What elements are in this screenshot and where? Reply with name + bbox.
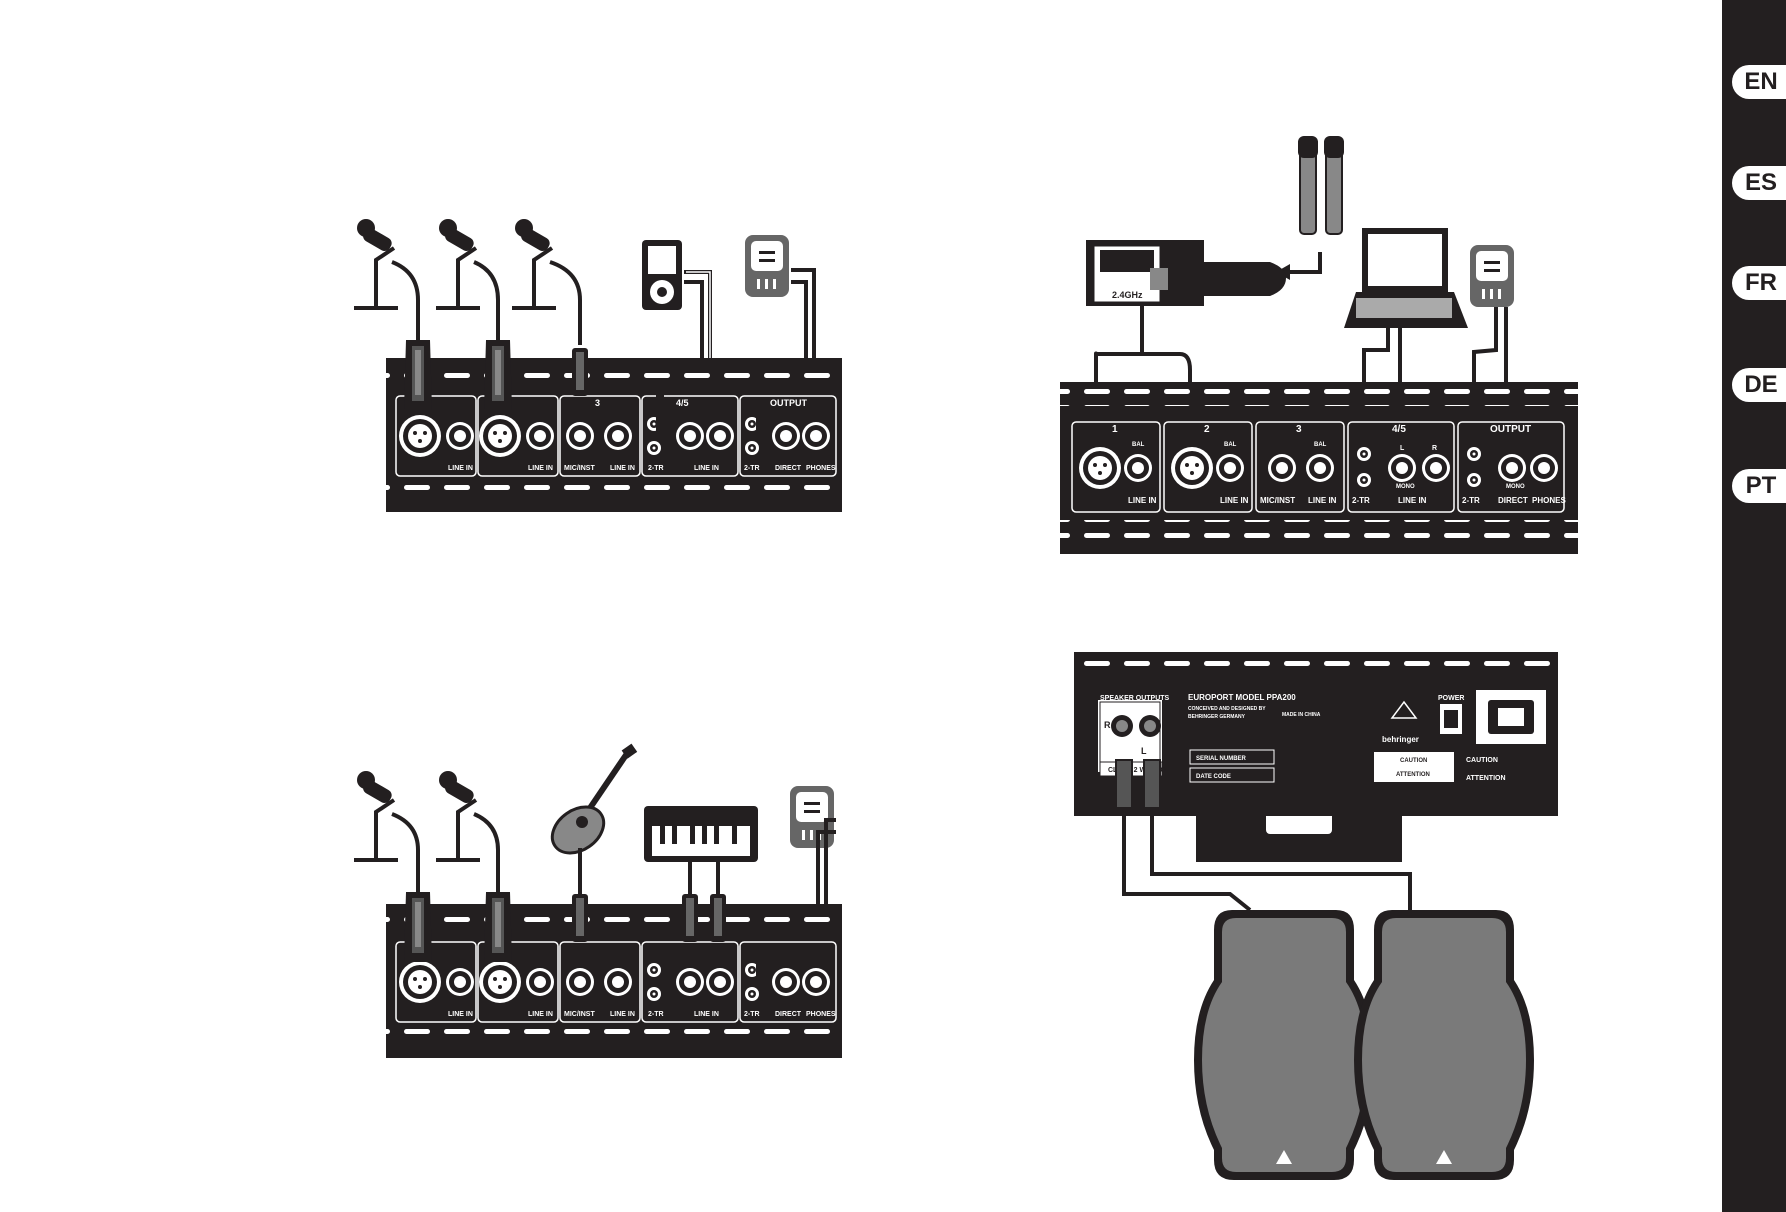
svg-text:SPEAKER OUTPUTS: SPEAKER OUTPUTS — [1100, 695, 1170, 702]
keyboard-icon — [644, 806, 758, 862]
svg-text:EUROPORT MODEL PPA200: EUROPORT MODEL PPA200 — [1188, 693, 1296, 702]
svg-text:R: R — [1432, 445, 1437, 452]
lang-tab-es[interactable]: ES — [1732, 166, 1786, 200]
wireless-mics-icon — [1298, 136, 1344, 235]
svg-text:LINE IN: LINE IN — [1308, 496, 1337, 505]
svg-text:LINE IN: LINE IN — [1220, 496, 1249, 505]
svg-text:DIRECT: DIRECT — [775, 1011, 802, 1018]
mp3-player-icon — [642, 240, 682, 310]
svg-text:LINE IN: LINE IN — [1128, 496, 1157, 505]
guitar-icon — [550, 743, 638, 855]
svg-text:BAL: BAL — [1224, 442, 1237, 448]
diagram-mics-mp3: 3 4/5 OUTPUT LINE IN LINE IN MIC/INST LI… — [352, 217, 842, 512]
svg-text:L: L — [1141, 746, 1147, 756]
svg-text:LINE IN: LINE IN — [528, 1011, 553, 1018]
svg-text:LINE IN: LINE IN — [448, 465, 473, 472]
svg-text:CAUTION: CAUTION — [1400, 758, 1427, 764]
svg-text:2: 2 — [1204, 424, 1210, 435]
svg-text:MONO: MONO — [1396, 484, 1415, 490]
svg-text:LINE IN: LINE IN — [528, 465, 553, 472]
svg-text:PHONES: PHONES — [806, 1011, 836, 1018]
svg-text:BAL: BAL — [1132, 442, 1145, 448]
lang-tab-de[interactable]: DE — [1732, 368, 1786, 402]
laptop-icon — [1344, 228, 1468, 328]
svg-text:LINE IN: LINE IN — [610, 1011, 635, 1018]
svg-text:2.4GHz: 2.4GHz — [1112, 290, 1143, 300]
svg-text:BAL: BAL — [1314, 442, 1327, 448]
svg-text:2-TR: 2-TR — [1462, 496, 1480, 505]
mixer-panel-b: LINE IN LINE IN MIC/INST LINE IN 2-TR LI… — [386, 904, 842, 1058]
lang-tab-pt[interactable]: PT — [1732, 469, 1786, 503]
lang-tab-en[interactable]: EN — [1732, 65, 1786, 99]
power-supply-icon — [745, 235, 789, 297]
svg-text:LINE IN: LINE IN — [610, 465, 635, 472]
svg-text:PHONES: PHONES — [806, 465, 836, 472]
svg-text:POWER: POWER — [1438, 695, 1464, 702]
svg-text:MIC/INST: MIC/INST — [564, 1011, 595, 1018]
lang-tab-fr[interactable]: FR — [1732, 266, 1786, 300]
speaker-icon — [1354, 910, 1534, 1180]
svg-text:MIC/INST: MIC/INST — [1260, 496, 1295, 505]
power-supply-icon — [1470, 245, 1514, 307]
mixer-panel-a: 3 4/5 OUTPUT LINE IN LINE IN MIC/INST LI… — [386, 358, 842, 512]
svg-text:ATTENTION: ATTENTION — [1466, 775, 1506, 782]
svg-text:CONCEIVED AND DESIGNED BY: CONCEIVED AND DESIGNED BY — [1188, 706, 1266, 712]
diagram-mics-guitar-keyboard: LINE IN LINE IN MIC/INST LINE IN 2-TR LI… — [352, 743, 842, 1058]
svg-text:OUTPUT: OUTPUT — [1490, 424, 1531, 435]
svg-text:L: L — [1400, 445, 1405, 452]
svg-text:behringer: behringer — [1382, 735, 1419, 744]
svg-text:4/5: 4/5 — [1392, 424, 1406, 435]
svg-text:3: 3 — [1296, 424, 1302, 435]
language-sidebar: EN ES FR DE PT — [1722, 0, 1786, 1212]
svg-text:4/5: 4/5 — [676, 398, 689, 408]
speaker-icon — [1194, 910, 1374, 1180]
svg-text:BEHRINGER GERMANY: BEHRINGER GERMANY — [1188, 714, 1246, 720]
svg-text:2-TR: 2-TR — [744, 465, 760, 472]
svg-text:R: R — [1104, 720, 1111, 730]
svg-text:3: 3 — [595, 398, 600, 408]
svg-text:2-TR: 2-TR — [648, 465, 664, 472]
svg-text:LINE IN: LINE IN — [448, 1011, 473, 1018]
svg-text:MADE IN CHINA: MADE IN CHINA — [1282, 712, 1321, 718]
svg-text:LINE IN: LINE IN — [1398, 496, 1427, 505]
svg-text:2-TR: 2-TR — [1352, 496, 1370, 505]
wireless-receiver-icon: 2.4GHz — [1086, 240, 1286, 306]
diagram-amplifier-speakers: SPEAKER OUTPUTS R L CLASS 2 WIRING EUROP… — [1074, 652, 1558, 1180]
mixer-panel-c: 1 2 3 4/5 OUTPUT LINE IN LINE IN MIC/INS… — [1060, 382, 1578, 554]
svg-text:2-TR: 2-TR — [744, 1011, 760, 1018]
svg-text:SERIAL NUMBER: SERIAL NUMBER — [1196, 756, 1247, 762]
svg-text:CAUTION: CAUTION — [1466, 757, 1498, 764]
svg-text:PHONES: PHONES — [1532, 496, 1566, 505]
svg-text:LINE IN: LINE IN — [694, 465, 719, 472]
svg-text:MIC/INST: MIC/INST — [564, 465, 595, 472]
svg-text:ATTENTION: ATTENTION — [1396, 772, 1430, 778]
diagram-wireless-laptop: 2.4GHz 1 2 — [1060, 136, 1578, 554]
svg-text:CLASS 2 WIRING: CLASS 2 WIRING — [1108, 767, 1166, 774]
svg-text:MONO: MONO — [1506, 484, 1525, 490]
svg-text:2-TR: 2-TR — [648, 1011, 664, 1018]
svg-text:1: 1 — [1112, 424, 1118, 435]
svg-text:DIRECT: DIRECT — [775, 465, 802, 472]
svg-text:DATE CODE: DATE CODE — [1196, 774, 1231, 780]
svg-text:DIRECT: DIRECT — [1498, 496, 1528, 505]
svg-text:LINE IN: LINE IN — [694, 1011, 719, 1018]
svg-text:OUTPUT: OUTPUT — [770, 398, 808, 408]
